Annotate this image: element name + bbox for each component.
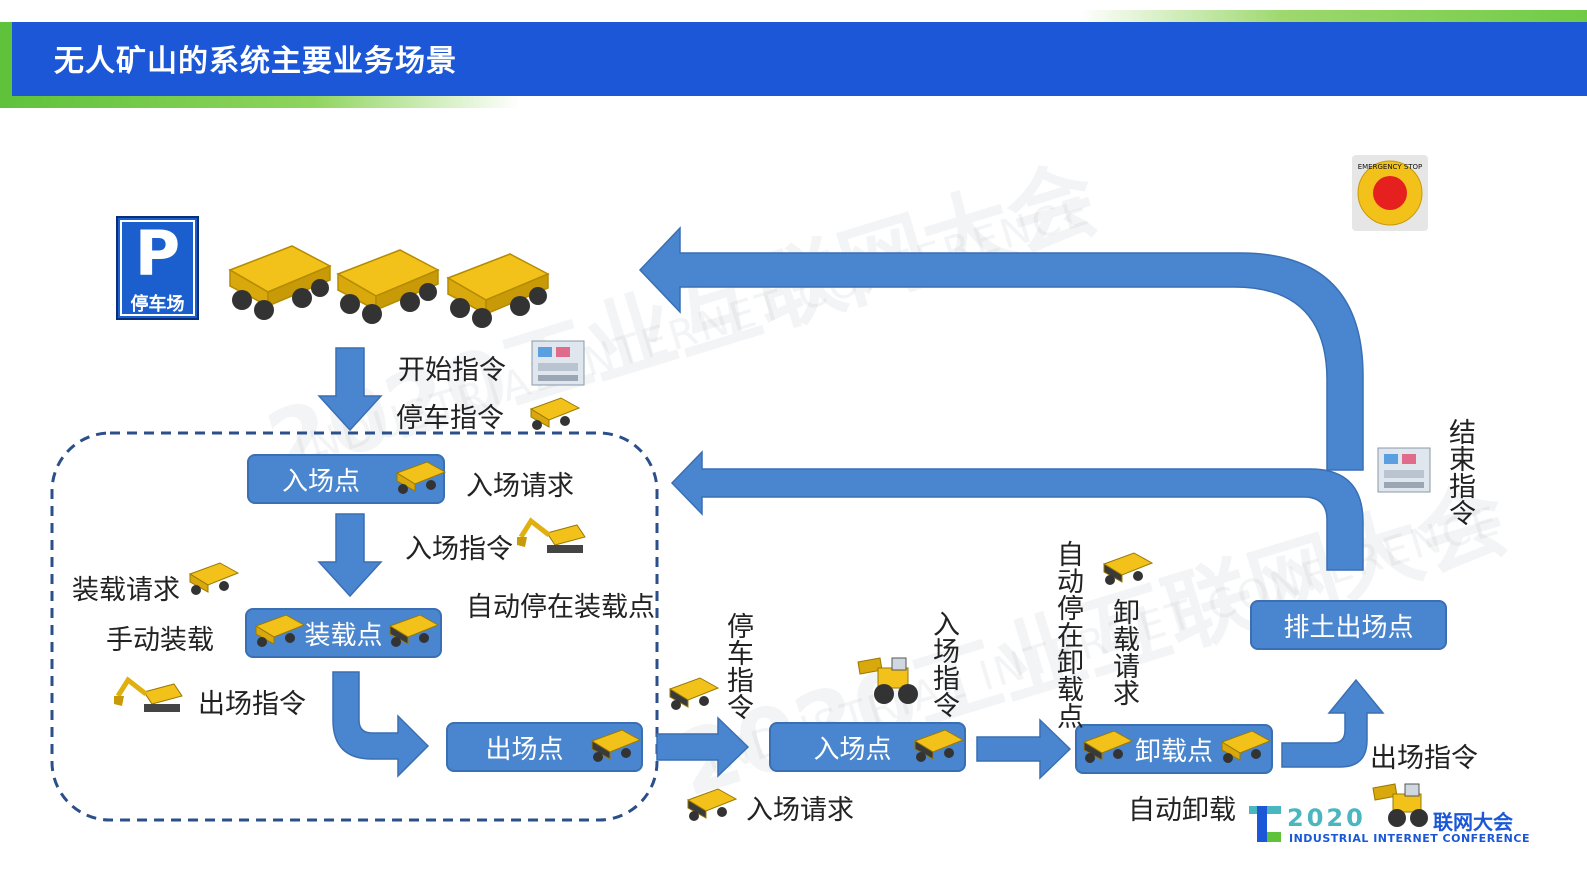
control-center-icon [531, 340, 585, 386]
small-truck-icon [1220, 730, 1272, 763]
small-truck-icon [590, 729, 642, 762]
small-truck-icon [668, 677, 720, 710]
small-truck-icon [913, 729, 965, 762]
label-end-command-vertical: 结束指令 [1444, 418, 1475, 526]
label-entry-command: 入场指令 [405, 534, 513, 565]
arrow-unloading-to-dump-exit [1281, 678, 1385, 768]
excavator-icon [114, 676, 183, 712]
small-truck-icon [1082, 730, 1134, 763]
small-truck-icon [1102, 552, 1154, 585]
control-center-icon [1377, 447, 1431, 493]
label-exit-command: 出场指令 [198, 689, 306, 720]
logo-year: 2020 [1287, 804, 1366, 832]
label-load-request: 装载请求 [72, 575, 180, 606]
page-title: 无人矿山的系统主要业务场景 [54, 44, 457, 79]
label-start-command: 开始指令 [398, 355, 506, 386]
small-truck-icon [686, 788, 738, 821]
node-loading-label: 装载点 [304, 620, 383, 651]
header-accent-top [1080, 10, 1587, 22]
node-dump-exit-point: 排土出场点 [1250, 600, 1447, 650]
logo-cn: 联网大会 [1433, 810, 1513, 834]
arrow-parking-to-entry [317, 347, 383, 432]
node-entry-point-2: 入场点 [769, 722, 966, 772]
label-stop-command-vertical: 停车指令 [722, 612, 753, 720]
loading-area-boundary [50, 431, 659, 822]
conference-logo: 2020 联网大会 INDUSTRIAL INTERNET CONFERENCE [1247, 783, 1530, 850]
label-entry-request-2: 入场请求 [746, 795, 854, 826]
emergency-text: EMERGENCY STOP [1358, 163, 1423, 171]
label-auto-unload: 自动卸载 [1128, 795, 1236, 826]
label-exit-command-2: 出场指令 [1370, 743, 1478, 774]
small-truck-icon [529, 397, 581, 430]
label-entry-request: 入场请求 [466, 471, 574, 502]
node-entry2-label: 入场点 [813, 734, 892, 765]
arrow-loading-to-exit [332, 671, 430, 778]
excavator-icon [517, 517, 586, 553]
label-auto-park-unloading-vertical: 自动停在卸载点 [1052, 540, 1083, 729]
dump-truck-icon [446, 253, 550, 328]
arrow-entry-to-loading [317, 513, 383, 598]
label-auto-park-loading: 自动停在装载点 [466, 592, 655, 623]
header-accent-left [0, 22, 14, 108]
label-park-command: 停车指令 [396, 403, 504, 434]
logo-en: INDUSTRIAL INTERNET CONFERENCE [1289, 832, 1530, 845]
header-bar [12, 22, 1587, 96]
label-unload-request-vertical: 卸载请求 [1108, 598, 1139, 706]
small-truck-icon [388, 614, 440, 647]
node-entry-point: 入场点 [247, 454, 445, 504]
small-truck-icon [395, 461, 447, 494]
small-truck-icon [188, 562, 240, 595]
node-exit-label: 出场点 [485, 734, 564, 765]
label-manual-loading: 手动装载 [106, 625, 214, 656]
loader-icon [1372, 783, 1428, 827]
arrow-exit-to-entry2 [656, 716, 750, 778]
small-truck-icon [254, 614, 306, 647]
parking-sign: P 停车场 [116, 216, 199, 320]
logo-mark-icon [1249, 806, 1281, 842]
node-dump-exit-label: 排土出场点 [1283, 612, 1414, 643]
loader-icon [857, 657, 918, 704]
emergency-stop-icon: EMERGENCY STOP [1357, 160, 1423, 226]
parking-label: 停车场 [130, 294, 185, 315]
label-entry-command-vertical: 入场指令 [928, 610, 959, 718]
arrow-return-to-parking [638, 226, 1364, 471]
header-accent-bottom [0, 96, 520, 108]
node-unloading-label: 卸载点 [1134, 736, 1213, 767]
dump-truck-icon [228, 245, 332, 320]
parking-symbol: P [134, 217, 181, 290]
node-entry-label: 入场点 [281, 466, 360, 497]
dump-truck-icon [336, 249, 440, 324]
arrow-return-to-entry [670, 450, 1364, 571]
emergency-stop-button[interactable]: EMERGENCY STOP [1352, 155, 1428, 231]
arrow-entry2-to-unloading [976, 718, 1072, 780]
